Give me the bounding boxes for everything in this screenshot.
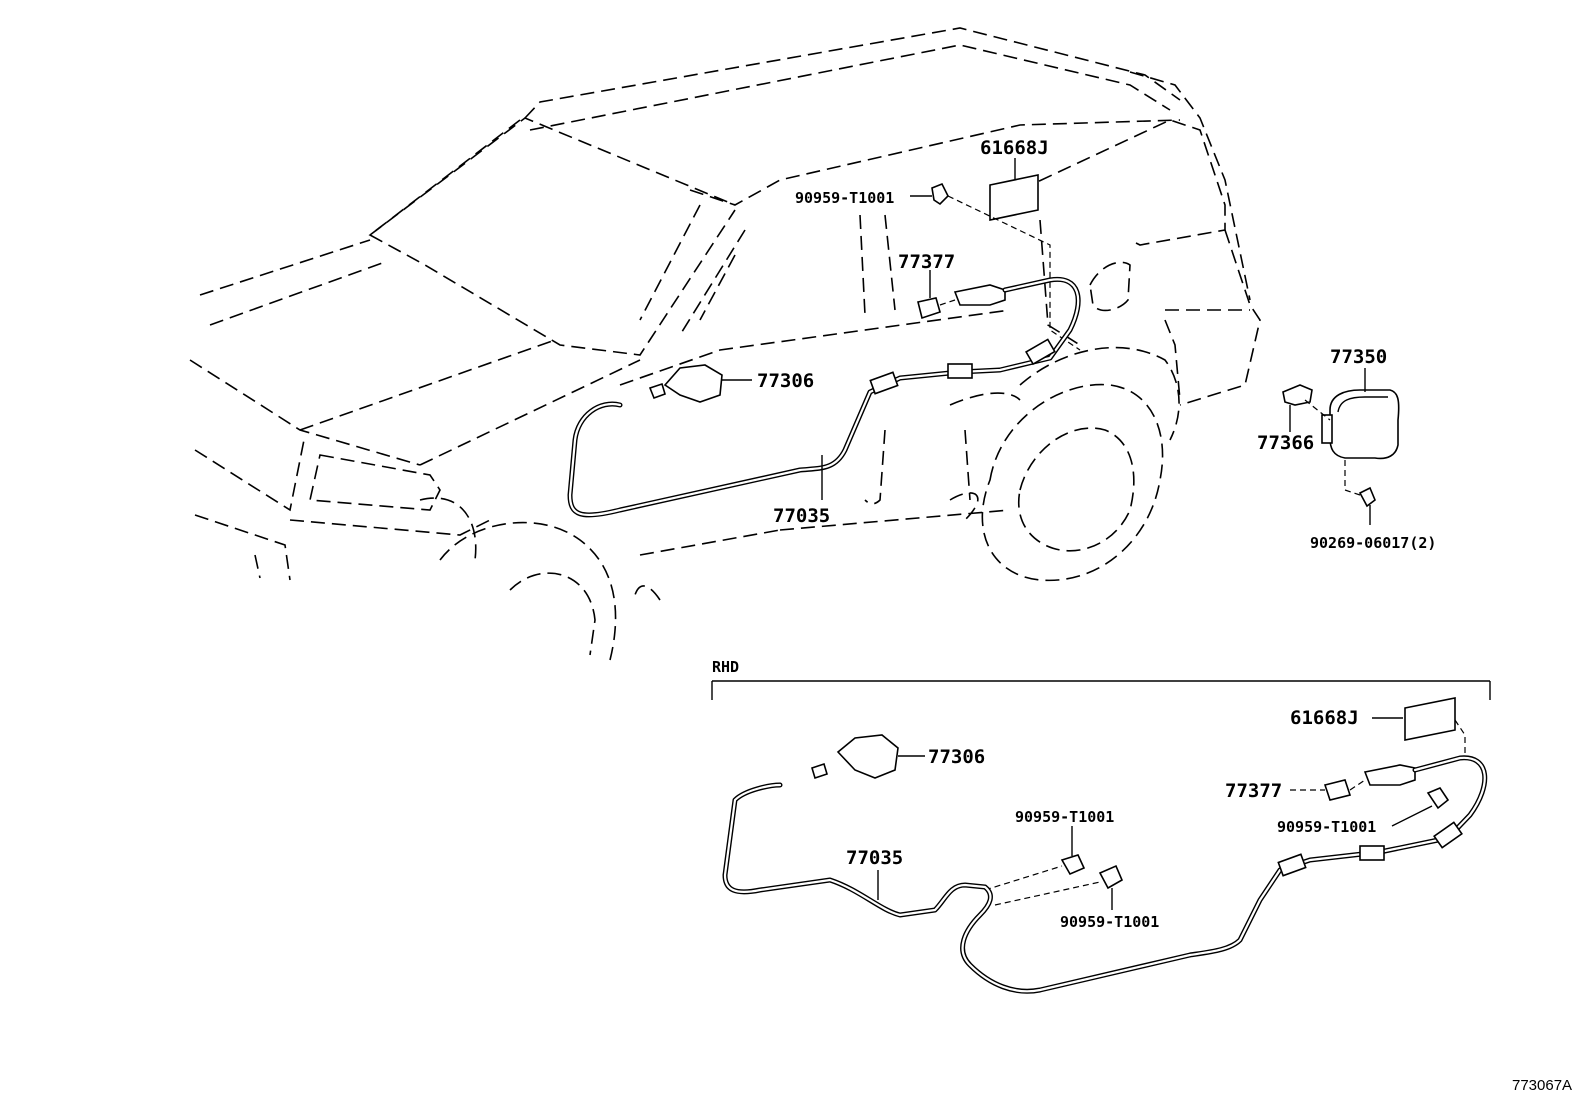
label-77350: 77350 — [1330, 346, 1387, 368]
label-77035-upper: 77035 — [773, 505, 830, 527]
part-77306-rhd — [811, 734, 925, 780]
part-77035-cable-rhd — [722, 755, 1488, 994]
label-90959-T1001-rhd-lower: 90959-T1001 — [1060, 913, 1159, 931]
rhd-bracket — [711, 680, 1491, 700]
part-77350-fuel-lid — [1321, 368, 1400, 460]
label-90959-T1001-rhd-right: 90959-T1001 — [1277, 818, 1376, 836]
rhd-section-title: RHD — [712, 658, 739, 676]
vehicle-outline — [189, 27, 1261, 661]
part-77035-cable-upper — [567, 276, 1081, 518]
part-77377-rhd — [1290, 764, 1416, 801]
diagram-code: 773067A — [1512, 1077, 1572, 1094]
part-77377-upper — [917, 270, 1006, 320]
part-61668J-upper — [989, 158, 1039, 221]
part-61668J-rhd — [1372, 697, 1466, 760]
label-90959-T1001-rhd-upper: 90959-T1001 — [1015, 808, 1114, 826]
part-90959-T1001-rhd-upper — [984, 826, 1086, 891]
label-77035-rhd: 77035 — [846, 847, 903, 869]
part-90959-T1001-rhd-right — [1391, 787, 1450, 827]
label-90269-06017: 90269-06017(2) — [1310, 534, 1436, 552]
part-90959-T1001-upper — [910, 182, 1081, 351]
label-77306-rhd: 77306 — [928, 746, 985, 768]
part-77306-upper — [648, 364, 752, 403]
label-77377-upper: 77377 — [898, 251, 955, 273]
label-61668J-upper: 61668J — [980, 137, 1049, 159]
part-77366-hinge — [1282, 384, 1331, 432]
part-90959-T1001-rhd-lower — [994, 864, 1124, 910]
part-90269-06017-screw — [1344, 460, 1376, 525]
label-77306-upper: 77306 — [757, 370, 814, 392]
label-61668J-rhd: 61668J — [1290, 707, 1359, 729]
label-90959-T1001-upper: 90959-T1001 — [795, 189, 894, 207]
label-77366: 77366 — [1257, 432, 1314, 454]
label-77377-rhd: 77377 — [1225, 780, 1282, 802]
